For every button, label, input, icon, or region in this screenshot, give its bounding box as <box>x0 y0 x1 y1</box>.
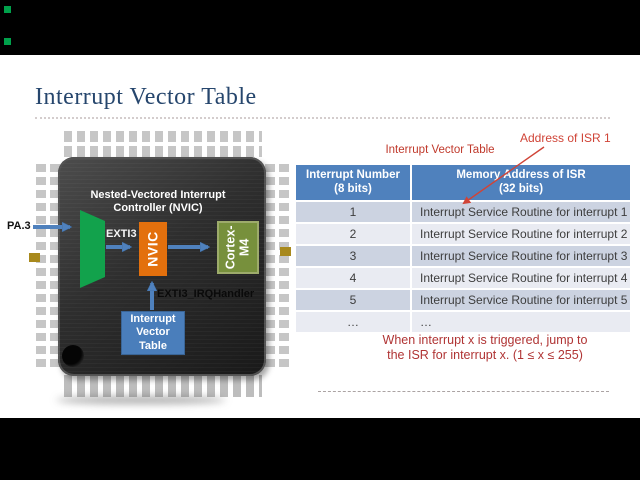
page-title: Interrupt Vector Table <box>35 84 257 110</box>
pin1-dimple <box>62 345 84 367</box>
nvic-controller-title-line2: Controller (NVIC) <box>113 201 203 214</box>
nvic-controller-title: Nested-Vectored Interrupt Controller (NV… <box>78 189 238 214</box>
cell-number: 2 <box>296 223 410 244</box>
header-cell-line: (32 bits) <box>498 183 544 196</box>
gold-pin-right <box>280 247 291 256</box>
header-cell-line: (8 bits) <box>334 183 372 196</box>
cell-number: 1 <box>296 201 410 222</box>
exti3-signal-label: EXTI3 <box>106 228 137 240</box>
cell-number: 4 <box>296 267 410 288</box>
chip-pins-left <box>36 164 60 369</box>
interrupt-vector-table-box: Interrupt Vector Table <box>121 311 185 355</box>
nvic-controller-title-line1: Nested-Vectored Interrupt <box>90 189 226 201</box>
chip-pins-right <box>265 164 290 369</box>
table-row: … … <box>296 311 630 332</box>
interrupt-vector-table: Interrupt Number (8 bits) Memory Address… <box>294 163 632 334</box>
header-cell-line: Interrupt Number <box>306 169 400 181</box>
header-interrupt-number: Interrupt Number (8 bits) <box>296 165 410 200</box>
ivt-box-line1: Interrupt <box>130 313 176 326</box>
cell-isr: Interrupt Service Routine for interrupt … <box>412 245 630 266</box>
nvic-block: NVIC <box>139 222 167 276</box>
cell-number: … <box>296 311 410 332</box>
artifact-marker-top <box>4 6 11 13</box>
table-row: 2 Interrupt Service Routine for interrup… <box>296 223 630 244</box>
cell-number: 5 <box>296 289 410 310</box>
cell-isr: Interrupt Service Routine for interrupt … <box>412 201 630 222</box>
cell-isr: Interrupt Service Routine for interrupt … <box>412 223 630 244</box>
cortex-label-line1: Cortex- <box>223 225 238 270</box>
cortex-label-line2: M4 <box>238 238 253 257</box>
table-header-row: Interrupt Number (8 bits) Memory Address… <box>296 165 630 200</box>
irq-handler-label: EXTI3_IRQHandler <box>157 288 255 300</box>
bottom-divider <box>318 391 609 392</box>
ivt-box-line3: Table <box>139 339 167 352</box>
jump-note-line1: When interrupt x is triggered, jump to <box>382 333 588 347</box>
ivt-box-line2: Vector <box>136 326 170 339</box>
chip-pins-top <box>64 131 262 157</box>
table-row: 1 Interrupt Service Routine for interrup… <box>296 201 630 222</box>
table-row: 5 Interrupt Service Routine for interrup… <box>296 289 630 310</box>
artifact-marker-bottom <box>4 38 11 45</box>
nvic-block-label: NVIC <box>145 231 162 267</box>
table-annotation-label: Interrupt Vector Table <box>385 144 495 156</box>
cell-isr: … <box>412 311 630 332</box>
table-row: 3 Interrupt Service Routine for interrup… <box>296 245 630 266</box>
chip-pins-bottom <box>64 375 262 397</box>
table-row: 4 Interrupt Service Routine for interrup… <box>296 267 630 288</box>
header-memory-address: Memory Address of ISR (32 bits) <box>412 165 630 200</box>
cell-isr: Interrupt Service Routine for interrupt … <box>412 267 630 288</box>
jump-note-line2: the ISR for interrupt x. (1 ≤ x ≤ 255) <box>387 347 583 362</box>
pa3-pin-label: PA.3 <box>7 220 31 232</box>
cortex-m4-block: Cortex- M4 <box>217 221 259 274</box>
title-divider <box>35 117 610 119</box>
gold-pin-left <box>29 253 40 262</box>
isr-address-annotation: Address of ISR 1 <box>520 131 611 145</box>
cell-isr: Interrupt Service Routine for interrupt … <box>412 289 630 310</box>
jump-note: When interrupt x is triggered, jump to t… <box>330 333 640 363</box>
cortex-m4-label: Cortex- M4 <box>224 226 253 270</box>
header-cell-line: Memory Address of ISR <box>456 169 586 181</box>
chip-shadow <box>56 396 226 404</box>
cell-number: 3 <box>296 245 410 266</box>
